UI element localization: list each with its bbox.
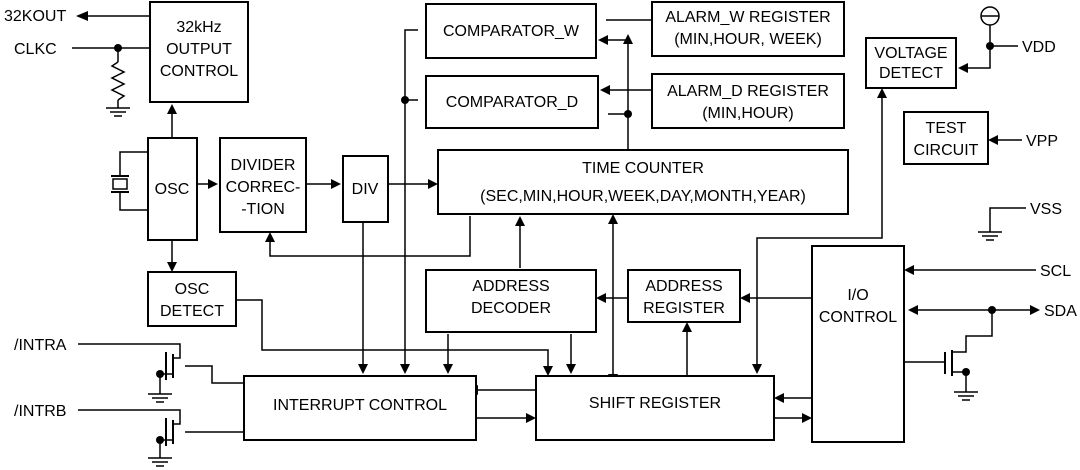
divider-line-1: DIVIDER — [231, 157, 296, 174]
block-address-decoder: ADDRESS DECODER — [425, 269, 597, 333]
pin-intra: /INTRA — [14, 337, 67, 354]
comparator-w-label: COMPARATOR_W — [443, 23, 580, 40]
osc-detect-line-2: DETECT — [160, 303, 224, 320]
address-register-line-1: ADDRESS — [645, 278, 722, 295]
alarm-w-line-1: ALARM_W REGISTER — [665, 9, 830, 26]
test-circuit-line-2: CIRCUIT — [914, 142, 979, 159]
voltage-detect-line-1: VOLTAGE — [874, 45, 947, 62]
block-divider-correction: DIVIDER CORREC- -TION — [219, 137, 307, 233]
osc-label: OSC — [155, 181, 190, 198]
io-control-line-1: I/O — [847, 287, 868, 304]
io-control-line-2: CONTROL — [819, 309, 897, 326]
wires — [72, 15, 1036, 467]
block-div: DIV — [342, 155, 389, 223]
pin-sda: SDA — [1044, 303, 1077, 320]
pin-labels: 32KOUT CLKC VDD VPP VSS SCL SDA /INTRA /… — [4, 8, 1077, 420]
block-voltage-detect: VOLTAGE DETECT — [865, 37, 957, 89]
block-osc: OSC — [147, 137, 198, 241]
block-osc-detect: OSC DETECT — [147, 271, 237, 327]
block-alarm-d-register: ALARM_D REGISTER (MIN,HOUR) — [651, 73, 845, 129]
pin-32kout: 32KOUT — [4, 8, 66, 25]
time-counter-line-1: TIME COUNTER — [582, 160, 704, 177]
block-comparator-d: COMPARATOR_D — [425, 75, 599, 129]
pin-clkc: CLKC — [14, 41, 57, 58]
block-test-circuit: TEST CIRCUIT — [903, 111, 989, 165]
alarm-d-line-1: ALARM_D REGISTER — [667, 83, 829, 100]
block-shift-register: SHIFT REGISTER — [535, 375, 775, 441]
divider-line-2: CORREC- — [226, 179, 301, 196]
interrupt-control-label: INTERRUPT CONTROL — [273, 397, 447, 414]
pin-vpp: VPP — [1026, 133, 1058, 150]
time-counter-line-2: (SEC,MIN,HOUR,WEEK,DAY,MONTH,YEAR) — [480, 188, 806, 205]
comparator-d-label: COMPARATOR_D — [446, 94, 578, 111]
pin-vdd: VDD — [1022, 39, 1056, 56]
block-address-register: ADDRESS REGISTER — [627, 269, 741, 323]
block-time-counter: TIME COUNTER (SEC,MIN,HOUR,WEEK,DAY,MONT… — [437, 149, 849, 215]
output-control-line-1: 32kHz — [176, 19, 221, 36]
vdd-source-icon — [980, 6, 1000, 26]
block-output-control: 32kHz OUTPUT CONTROL — [149, 1, 249, 103]
voltage-detect-line-2: DETECT — [879, 65, 943, 82]
osc-detect-line-1: OSC — [175, 281, 210, 298]
pin-intrb: /INTRB — [14, 403, 66, 420]
divider-line-3: -TION — [241, 201, 285, 218]
block-alarm-w-register: ALARM_W REGISTER (MIN,HOUR, WEEK) — [651, 1, 845, 57]
alarm-d-line-2: (MIN,HOUR) — [702, 105, 794, 122]
output-control-line-3: CONTROL — [160, 63, 238, 80]
pin-scl: SCL — [1040, 263, 1071, 280]
div-label: DIV — [352, 181, 379, 198]
block-io-control: I/O CONTROL — [811, 245, 905, 443]
junction-dots — [114, 42, 996, 444]
block-comparator-w: COMPARATOR_W — [425, 3, 597, 59]
shift-register-label: SHIFT REGISTER — [589, 395, 721, 412]
ground-icon — [106, 107, 130, 117]
address-decoder-line-1: ADDRESS — [472, 278, 549, 295]
block-interrupt-control: INTERRUPT CONTROL — [243, 375, 477, 441]
test-circuit-line-1: TEST — [926, 120, 967, 137]
alarm-w-line-2: (MIN,HOUR, WEEK) — [674, 31, 822, 48]
output-control-line-2: OUTPUT — [166, 41, 232, 58]
pin-vss: VSS — [1030, 201, 1062, 218]
address-decoder-line-2: DECODER — [471, 300, 551, 317]
address-register-line-2: REGISTER — [643, 300, 725, 317]
